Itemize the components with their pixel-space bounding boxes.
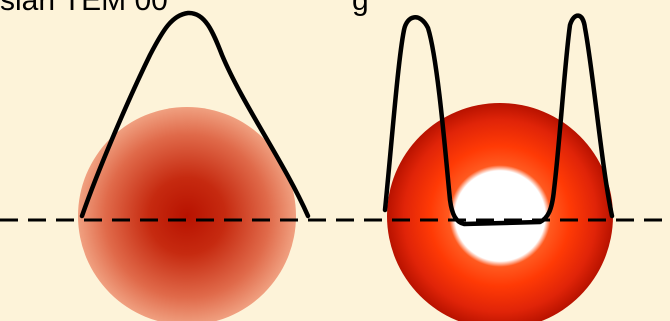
donut-spot bbox=[387, 103, 613, 321]
